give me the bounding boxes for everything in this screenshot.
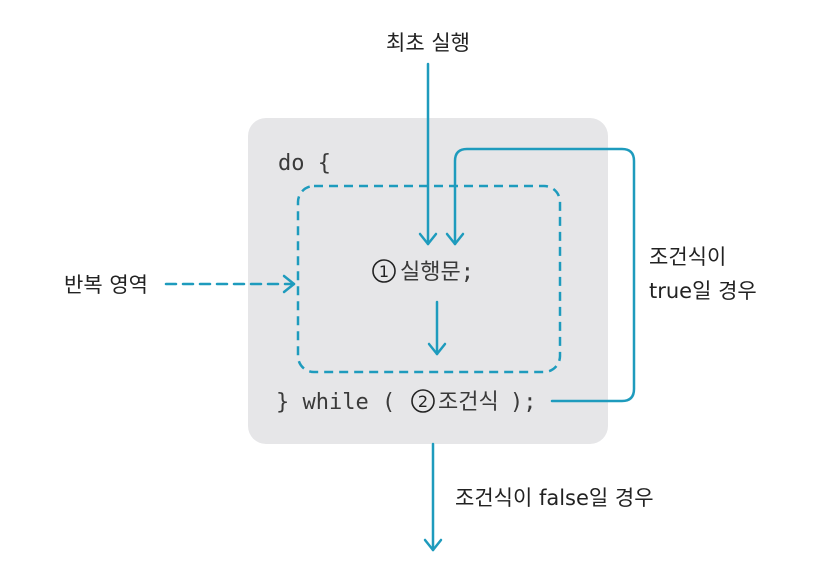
statement-down-arrow	[427, 300, 447, 356]
first-run-label: 최초 실행	[386, 31, 470, 55]
code-while-suffix: );	[510, 390, 537, 415]
repeat-area-arrow	[164, 274, 296, 294]
code-do-line: do {	[278, 151, 331, 176]
svg-text:2: 2	[418, 392, 428, 411]
false-case-label: 조건식이 false일 경우	[455, 486, 654, 510]
svg-text:1: 1	[379, 262, 389, 281]
code-while-prefix: } while (	[276, 390, 395, 415]
true-loop-arrow	[445, 147, 636, 403]
repeat-area-label: 반복 영역	[64, 273, 148, 297]
repeat-area-box	[296, 184, 562, 374]
statement-number-badge: 1	[372, 259, 396, 283]
true-case-label-line2: true일 경우	[649, 279, 757, 303]
true-case-label-line1: 조건식이	[649, 245, 726, 269]
condition-text: 조건식	[438, 390, 499, 415]
first-run-arrow	[418, 62, 438, 246]
statement-text: 실행문;	[400, 260, 474, 285]
false-exit-arrow	[423, 442, 443, 552]
condition-number-badge: 2	[411, 389, 435, 413]
code-block-background	[248, 118, 608, 444]
